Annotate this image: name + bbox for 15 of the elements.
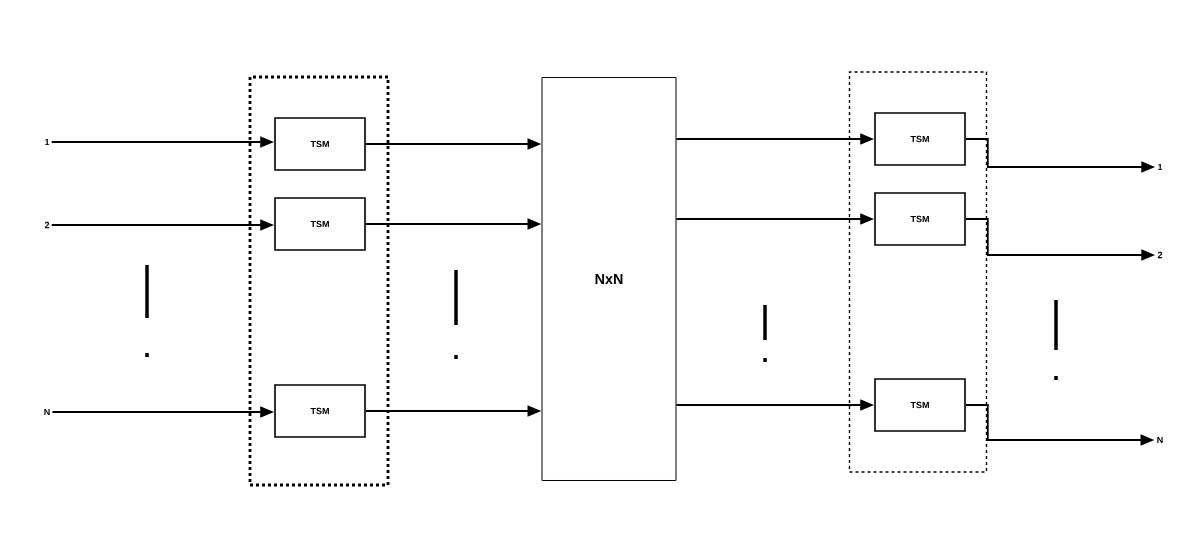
port-label: 2	[44, 221, 50, 229]
switch-box: NxN	[541, 77, 677, 481]
dashed-group-box	[848, 71, 988, 473]
dashed-group-box	[248, 75, 390, 487]
module-box: TSM	[274, 384, 366, 438]
module-box: TSM	[874, 192, 966, 246]
port-label: N	[1157, 436, 1163, 444]
module-box: TSM	[274, 117, 366, 171]
port-label: 2	[1157, 251, 1163, 259]
module-box: TSM	[874, 112, 966, 166]
port-label: N	[44, 408, 50, 416]
module-box: TSM	[874, 378, 966, 432]
port-label: 1	[1158, 163, 1163, 171]
module-box: TSM	[274, 197, 366, 251]
port-label: 1	[45, 138, 50, 146]
